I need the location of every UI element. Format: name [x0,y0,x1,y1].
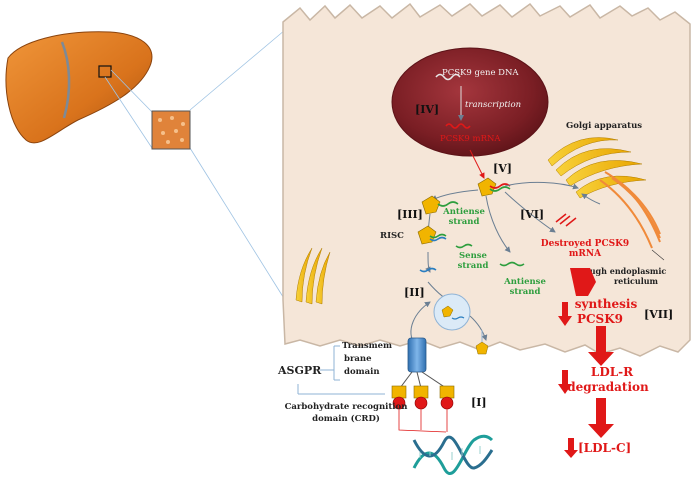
step-v-label: [V] [493,162,512,175]
golgi-apparatus [547,137,647,199]
left-organelle [295,247,331,305]
endosome [433,293,471,331]
ldlr-label-1: LDL-R [591,365,634,379]
mrna-icon [445,123,471,129]
nucleus [391,47,549,157]
asgpr-label: ASGPR [277,364,322,377]
sirna-icon [419,267,437,273]
step-ii-label: [II] [404,286,425,299]
risc-label: RISC [380,231,404,241]
antisense-bot-label-2: strand [510,287,541,297]
step-iii-label: [III] [397,208,423,221]
destroyed-mrna-icon [555,213,577,227]
outcome-arrows [570,268,614,438]
risc-complex-iii [421,195,459,215]
risc-sirna [417,225,447,245]
step-vii-label: [VII] [644,308,673,321]
down-indicators [558,302,578,458]
rer-label-2: reticulum [614,276,659,286]
antisense-top-label-1: Antiense [442,207,485,217]
pcsk9-dna-label: PCSK9 gene DNA [442,68,519,78]
synthesis-label-2: PCSK9 [577,312,623,326]
sirna-complex-v [477,177,511,197]
synthesis-label-1: synthesis [575,297,638,311]
crd-blocks [391,385,455,410]
transmem-label-1: Transmem [342,341,392,351]
sense-strand-icon [455,243,473,249]
transmem-label-3: domain [344,367,380,377]
step-i-label: [I] [471,396,487,409]
crd-label-1: Carbohydrate recognition [285,402,408,412]
rough-er [599,171,661,249]
destroyed-label-2: mRNA [569,249,602,259]
antisense-strand-icon [499,261,525,267]
transcription-label: transcription [465,100,521,110]
antisense-top-label-2: strand [449,217,480,227]
ldlc-label: [LDL-C] [578,441,631,455]
step-vi-label: [VI] [520,208,544,221]
asgpr-receptor [399,337,447,389]
sense-label-1: Sense [459,251,488,261]
sirna-helix [412,434,494,475]
liver-illustration [5,31,153,144]
galnac-connectors [398,409,448,433]
pcsk9-mrna-label: PCSK9 mRNA [440,134,501,144]
golgi-label: Golgi apparatus [566,121,642,131]
zoom-lines [104,29,286,301]
rer-label-1: Rough endoplasmic [578,266,667,276]
antisense-bot-label-1: Antiense [503,277,546,287]
destroyed-label-1: Destroyed PCSK9 [541,239,629,249]
transmem-label-2: brane [344,354,372,364]
dna-icon [435,73,461,81]
ldlr-label-2: degradation [567,380,649,394]
sense-label-2: strand [458,261,489,271]
step-iv-label: [IV] [415,103,439,116]
crd-label-2: domain (CRD) [312,413,380,424]
recycled-receptor [475,330,489,355]
tissue-block [151,110,191,150]
